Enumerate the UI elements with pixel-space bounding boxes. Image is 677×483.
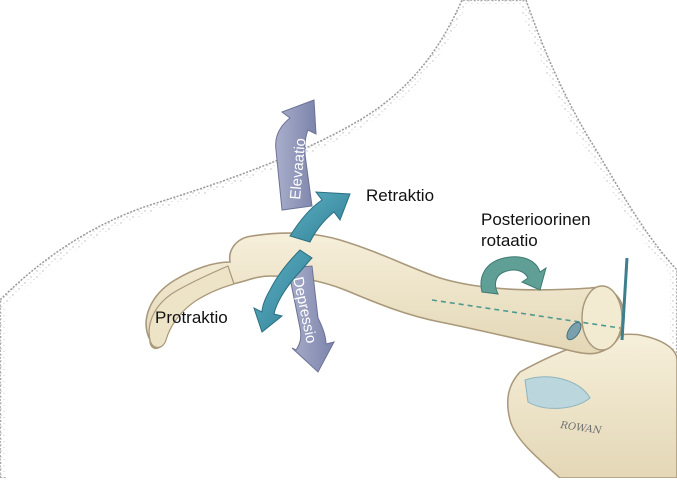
protraction-label: Protraktio xyxy=(155,308,228,328)
posterior-rotation-label-line1: Posterioorinen xyxy=(481,210,591,230)
acromial-end xyxy=(582,286,622,350)
retraction-label: Retraktio xyxy=(366,186,434,206)
posterior-rotation-label-line2: rotaatio xyxy=(481,231,538,251)
